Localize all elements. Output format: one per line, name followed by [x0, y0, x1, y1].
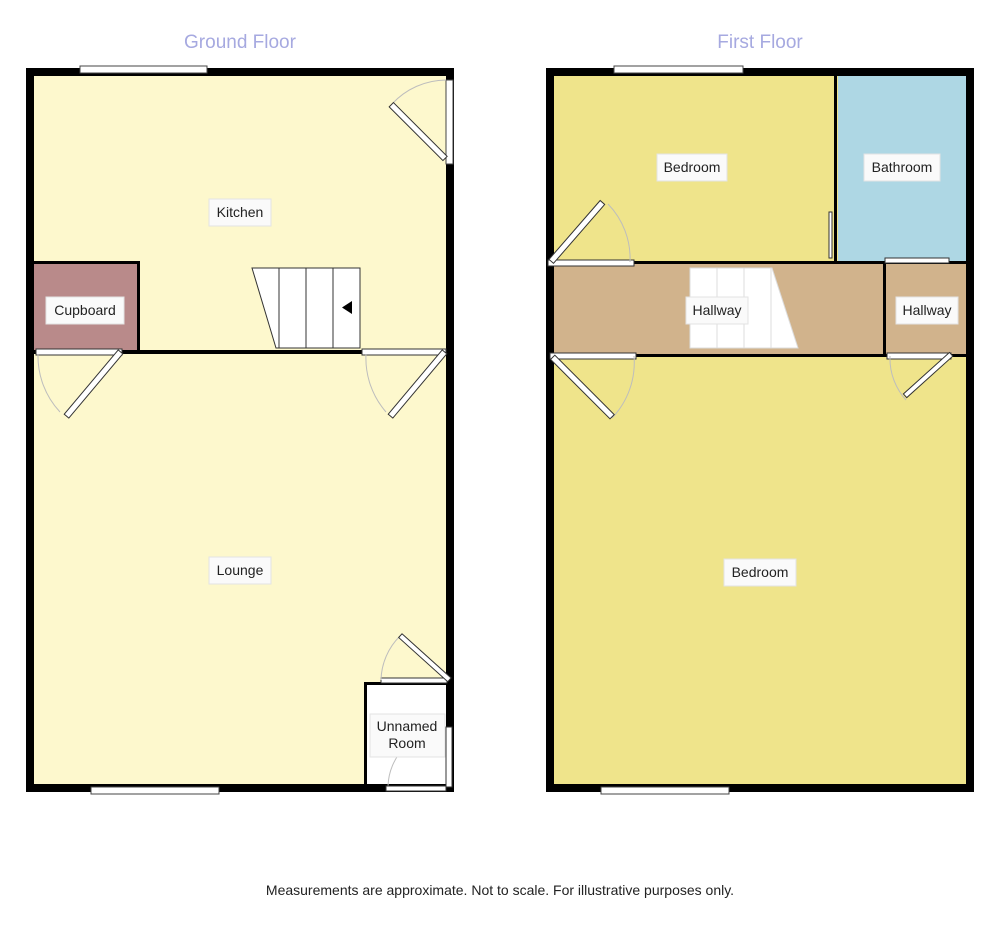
first-wall-right [966, 68, 974, 792]
cupboard-door[interactable] [35, 348, 124, 419]
bathroom-label: Bathroom [863, 153, 941, 182]
hallway-small-door[interactable] [884, 257, 954, 401]
first-floor-title: First Floor [717, 32, 803, 53]
bedroom-main-window [600, 786, 730, 795]
ground-floor-area [34, 76, 446, 784]
bedroom-main-door[interactable] [549, 352, 637, 420]
hallway-wall-top [554, 261, 966, 264]
svg-text:Bathroom: Bathroom [872, 159, 933, 175]
svg-text:Cupboard: Cupboard [54, 302, 116, 318]
hallway-wall-bottom [554, 354, 966, 357]
unnamed-room-label: Unnamed Room [369, 713, 446, 758]
first-wall-left [546, 68, 554, 792]
ground-wall-bottom [26, 784, 454, 792]
first-wall-top [546, 68, 974, 76]
kitchen-back-door[interactable] [388, 79, 448, 162]
ground-staircase [251, 267, 361, 349]
svg-text:Room: Room [388, 735, 425, 751]
svg-text:Hallway: Hallway [902, 302, 951, 318]
kitchen-lounge-door[interactable] [361, 348, 448, 419]
kitchen-side-window [445, 79, 454, 165]
cupboard-label: Cupboard [45, 296, 125, 325]
svg-text:Unnamed: Unnamed [377, 718, 438, 734]
bedroom-main-label: Bedroom [723, 558, 797, 587]
ground-wall-top [26, 68, 454, 76]
bedroom-top-label: Bedroom [656, 153, 728, 182]
bedroom-top-window [613, 65, 744, 74]
svg-text:Bedroom: Bedroom [732, 564, 789, 580]
bedroom-bathroom-wall [834, 76, 837, 264]
ground-floor-title: Ground Floor [184, 32, 297, 53]
hallway-divider-wall [883, 262, 886, 356]
hallway-main-label: Hallway [685, 296, 749, 325]
lounge-window [90, 786, 220, 795]
disclaimer-footer: Measurements are approximate. Not to sca… [266, 882, 734, 898]
ground-wall-left [26, 68, 34, 792]
stair-direction-arrow-icon [342, 301, 352, 314]
ground-wall-right [446, 68, 454, 792]
cupboard-wall-top [34, 261, 140, 264]
kitchen-lounge-wall [34, 350, 446, 354]
unnamed-room-wall-left [364, 682, 367, 784]
cupboard-wall-right [137, 261, 140, 354]
hallway-small-label: Hallway [895, 296, 959, 325]
first-wall-bottom [546, 784, 974, 792]
lounge-label: Lounge [208, 556, 272, 585]
unnamed-room-door[interactable] [380, 633, 452, 684]
kitchen-window [79, 65, 208, 74]
svg-text:Hallway: Hallway [692, 302, 741, 318]
svg-text:Kitchen: Kitchen [217, 204, 264, 220]
svg-text:Bedroom: Bedroom [664, 159, 721, 175]
bedroom-top-door[interactable] [547, 199, 833, 267]
kitchen-label: Kitchen [208, 198, 272, 227]
svg-text:Lounge: Lounge [217, 562, 264, 578]
